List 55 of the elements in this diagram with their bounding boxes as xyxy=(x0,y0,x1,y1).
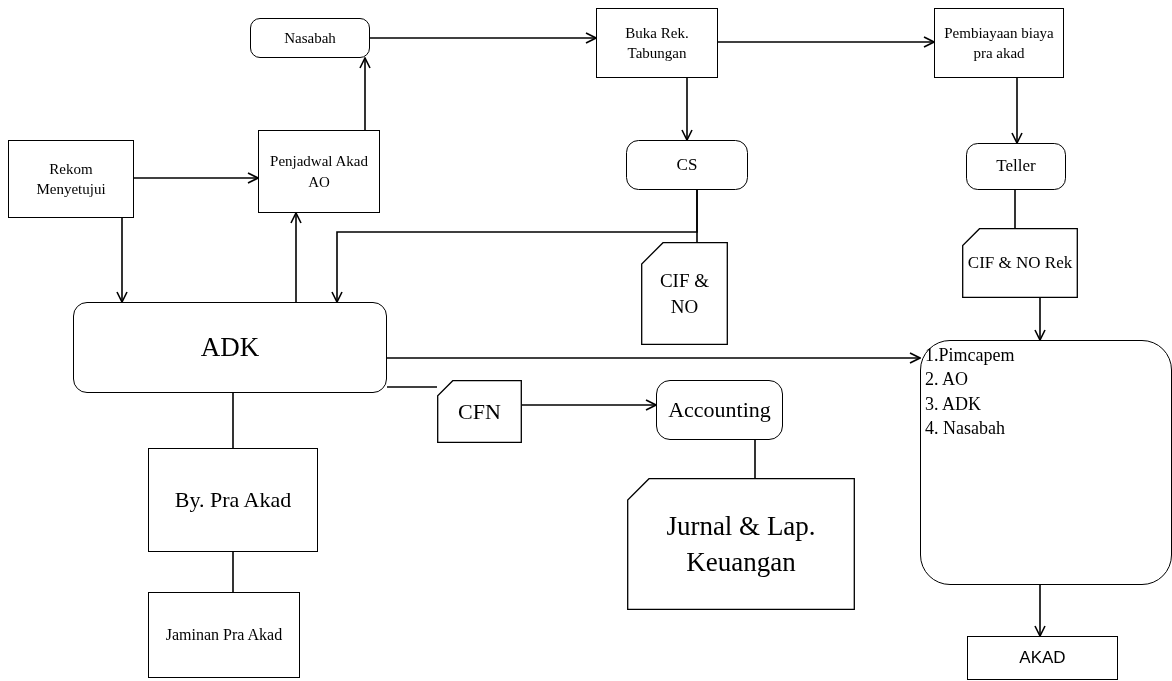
document-shape xyxy=(962,228,1078,298)
process-box xyxy=(967,636,1118,680)
node-label: CIF & NO xyxy=(658,268,711,319)
process-box xyxy=(73,302,387,393)
process-box xyxy=(250,18,370,58)
connector-line xyxy=(232,392,234,449)
node-label: Jaminan Pra Akad xyxy=(165,625,283,646)
node-label: Rekom Menyetujui xyxy=(35,159,107,199)
node-label: Pembiayaan biaya pra akad xyxy=(943,23,1055,63)
process-box xyxy=(626,140,748,190)
connector-line xyxy=(754,439,756,479)
connector-line xyxy=(386,386,438,388)
arrow xyxy=(290,212,302,303)
process-box xyxy=(148,592,300,678)
node-label: Teller xyxy=(996,155,1036,178)
arrow xyxy=(1034,297,1046,341)
node-label: 1.Pimcapem xyxy=(925,344,1015,367)
arrow xyxy=(133,172,259,184)
node-label: ADK xyxy=(200,331,260,365)
connector-line xyxy=(1014,189,1016,229)
process-box xyxy=(966,143,1066,190)
arrow xyxy=(369,32,597,44)
node-label: Jurnal & Lap. Keuangan xyxy=(665,509,817,579)
arrow xyxy=(1034,584,1046,637)
node-label: CS xyxy=(676,153,698,176)
node-label: Penjadwal Akad AO xyxy=(269,152,369,192)
process-box xyxy=(920,340,1172,585)
arrow xyxy=(521,399,657,411)
document-shape xyxy=(627,478,855,610)
node-label: By. Pra Akad xyxy=(174,486,292,515)
node-label: Buka Rek. Tabungan xyxy=(624,23,690,63)
node-label: CIF & NO Rek xyxy=(967,251,1073,274)
node-label: AKAD xyxy=(1019,646,1066,669)
connector-line xyxy=(232,551,234,593)
node-label: Accounting xyxy=(668,396,771,425)
arrow xyxy=(717,36,935,48)
arrow xyxy=(1011,77,1023,144)
arrow xyxy=(331,189,698,303)
process-box xyxy=(934,8,1064,78)
arrow xyxy=(386,352,921,364)
node-label: Nasabah xyxy=(284,28,336,48)
node-label: 3. ADK xyxy=(925,392,981,416)
document-shape xyxy=(437,380,522,443)
process-box xyxy=(656,380,783,440)
process-box xyxy=(596,8,718,78)
arrow xyxy=(116,217,128,303)
process-box xyxy=(8,140,134,218)
process-box xyxy=(148,448,318,552)
arrow xyxy=(359,57,371,131)
process-box xyxy=(258,130,380,213)
node-label: 4. Nasabah xyxy=(925,416,1005,440)
node-label: CFN xyxy=(458,397,501,426)
document-shape xyxy=(641,242,728,345)
node-label: 2. AO xyxy=(925,368,968,392)
arrow xyxy=(681,77,693,141)
